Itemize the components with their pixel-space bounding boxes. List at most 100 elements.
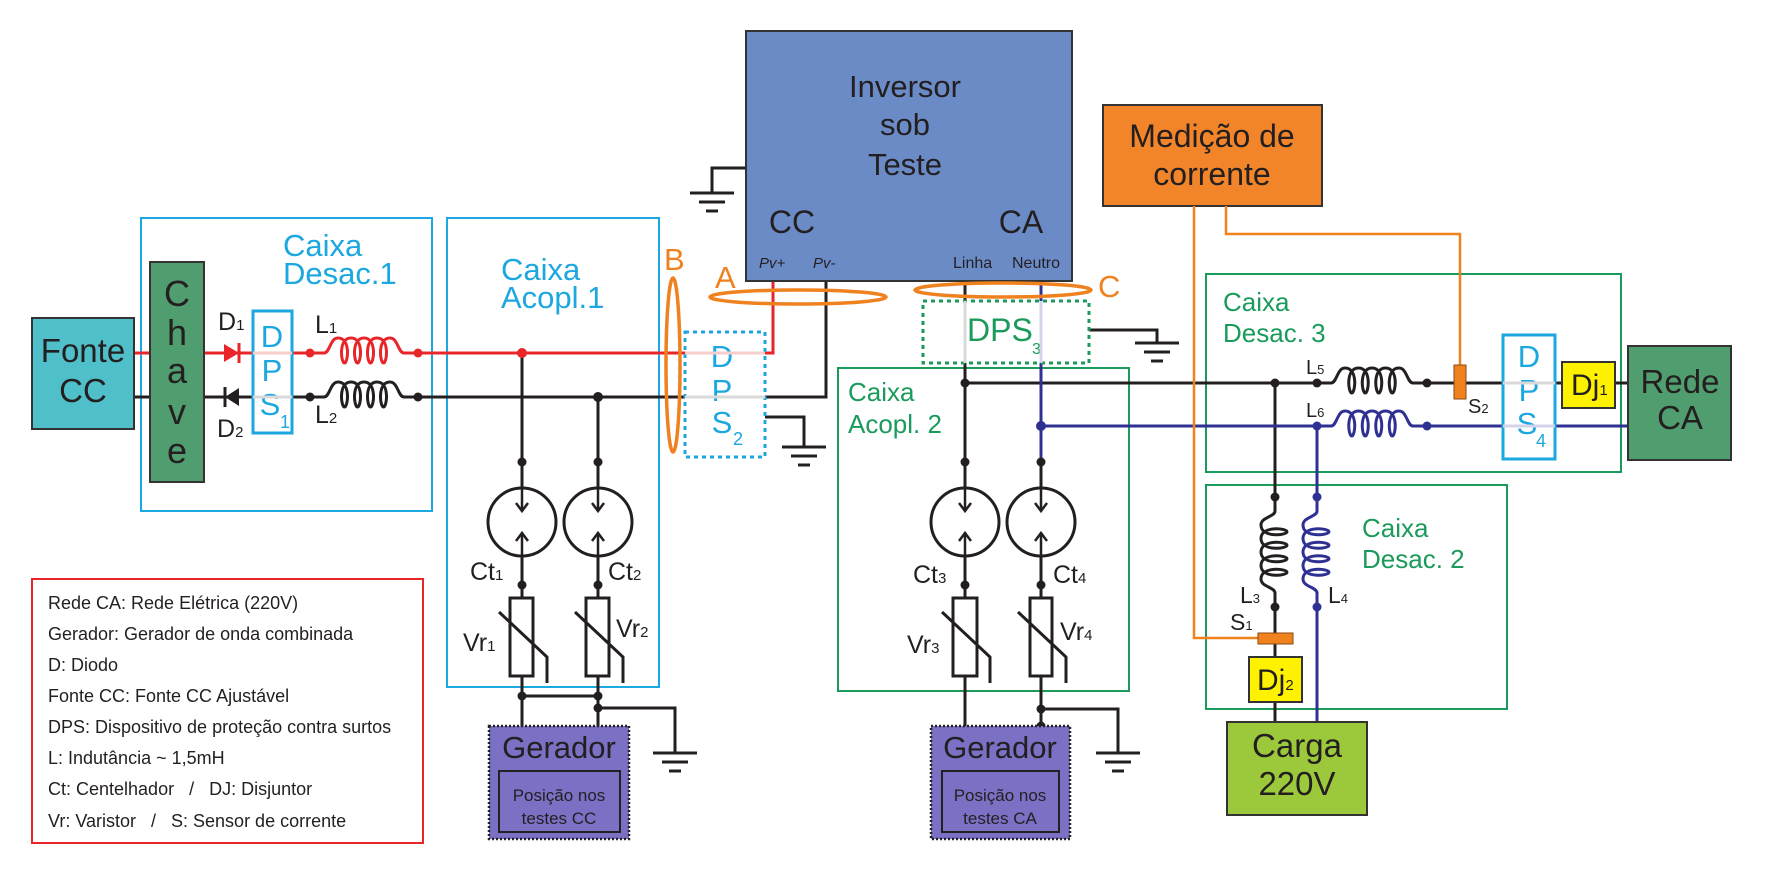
dps2-letter: P (712, 373, 733, 408)
ground-wire (1041, 707, 1120, 753)
label-base: Ct (1053, 561, 1078, 589)
dps2-subscript: 2 (733, 429, 743, 449)
label-sub: 4 (1084, 627, 1092, 644)
spark-gap-ct2-icon (562, 486, 634, 558)
legend-item: D: Diodo (48, 655, 118, 675)
breaker-dj2: Dj2 (1248, 656, 1303, 703)
inductor-l1-coil (310, 336, 418, 365)
spark-gap-ct3-label: Ct3 (913, 561, 946, 589)
junction-dot (1036, 457, 1046, 467)
caixa-acopl-1-box (446, 217, 660, 688)
junction-dot (1422, 378, 1432, 388)
label-sub: 3 (938, 570, 946, 587)
diode-d1-label: D1 (218, 308, 244, 336)
spark-gap-ct4-icon (1005, 486, 1077, 558)
caixa-acopl-2-label-line2: Acopl. 2 (848, 409, 942, 439)
label-sub: 2 (329, 410, 337, 427)
inversor-box (745, 30, 1073, 282)
junction-dot (305, 348, 315, 358)
label-base: Vr (616, 615, 640, 643)
label-sub: 2 (235, 424, 243, 441)
varistor-body (508, 596, 535, 678)
junction-dot (1312, 378, 1322, 388)
legend-box (31, 578, 424, 844)
legend-item: L: Indutância ~ 1,5mH (48, 748, 225, 768)
breaker-dj2-label: Dj2 (1257, 664, 1294, 697)
label-base: D (217, 415, 235, 443)
junction-dot (1312, 602, 1322, 612)
junction-dot (593, 703, 603, 713)
medicao-box (1102, 104, 1323, 207)
junction-dot (593, 457, 603, 467)
dps3-ground-wire (1089, 328, 1159, 343)
spark-gap-ct4-label: Ct4 (1053, 561, 1086, 589)
fonte-cc-label-line2: CC (59, 372, 107, 409)
spark-gap-ct2-label: Ct2 (608, 558, 641, 586)
junction-dot (1270, 602, 1280, 612)
dps2-letter: S (712, 405, 733, 440)
chave-switch-block: C h a v e (149, 261, 205, 483)
label-sub: 2 (633, 567, 641, 584)
label-base: Ct (470, 558, 495, 586)
breaker-dj1-box (1561, 361, 1616, 409)
breaker-dj2-base: Dj (1257, 664, 1285, 697)
spark-gap-arrowhead (591, 502, 605, 514)
legend-item: Fonte CC: Fonte CC Ajustável (48, 686, 289, 706)
spark-gap-arrowhead (1034, 530, 1048, 542)
dps3-subscript: 3 (1032, 341, 1041, 358)
varistor-vr4-icon (1016, 596, 1068, 683)
dps4-subscript: 4 (1536, 431, 1546, 451)
label-sub: 2 (1481, 401, 1488, 416)
spark-gap-arrowhead (958, 530, 972, 542)
caixa-desac-2-box (1205, 484, 1508, 710)
junction-dot (517, 348, 527, 358)
inductor-l6-label: L6 (1306, 400, 1324, 422)
spark-gap-arrowhead (1034, 502, 1048, 514)
sensor-s2-label: S2 (1468, 396, 1489, 418)
rede-ca-label-line2: CA (1657, 399, 1703, 436)
ground-icon (690, 191, 734, 213)
caixa-desac-1-label-line1: Caixa (283, 228, 363, 263)
ground-icon (1135, 341, 1179, 363)
inductor-l4-coil (1301, 497, 1331, 607)
junction-dot (1422, 421, 1432, 431)
sensor-s2-icon (1453, 364, 1467, 400)
inversor-title-line2: sob (880, 107, 930, 142)
chave-letter: e (167, 430, 187, 471)
label-sub: 2 (640, 624, 648, 641)
inversor-title-line1: Inversor (849, 69, 961, 104)
junction-dots (305, 348, 1432, 731)
dps4-box (1501, 333, 1557, 461)
label-sub: 3 (1253, 591, 1260, 606)
measurement-point-b-label: B (664, 242, 685, 277)
inversor-ac-side-label: CA (999, 204, 1044, 240)
chave-letter: a (167, 350, 188, 391)
varistor-slash (940, 610, 992, 683)
terminal-neutro: Neutro (1012, 255, 1060, 272)
measurement-point-a-ring (708, 288, 888, 306)
caixa-acopl-1-label-line1: Caixa (501, 252, 581, 287)
dps4-letter: D (1518, 339, 1540, 374)
gerador-ca-title: Gerador (943, 730, 1057, 765)
junction-dot (413, 348, 423, 358)
dps4-letter: P (1519, 373, 1540, 408)
sensor-s2-signal-wire (1224, 206, 1462, 365)
chave-letter: C (164, 273, 190, 314)
spark-gap-arrowhead (591, 530, 605, 542)
legend-item: Vr: Varistor / S: Sensor de corrente (48, 811, 346, 831)
label-base: Vr (463, 629, 487, 657)
caixa-desac-3-label-line1: Caixa (1223, 287, 1290, 317)
inductor-l2-coil (310, 380, 418, 409)
junction-dot (1270, 492, 1280, 502)
measurement-point-a-label: A (715, 260, 736, 295)
label-base: L (315, 311, 329, 339)
dps1-box (251, 309, 294, 435)
gerador-cc-block: Gerador Posição nos testes CC (487, 724, 631, 841)
ac-line-wire (963, 281, 1628, 726)
inductor-l5-label: L5 (1306, 357, 1324, 379)
caixa-desac-2-label-line1: Caixa (1362, 513, 1429, 543)
junction-dot (1312, 492, 1322, 502)
dps4-block: D P S 4 (1501, 333, 1557, 461)
label-base: S (1230, 609, 1245, 635)
